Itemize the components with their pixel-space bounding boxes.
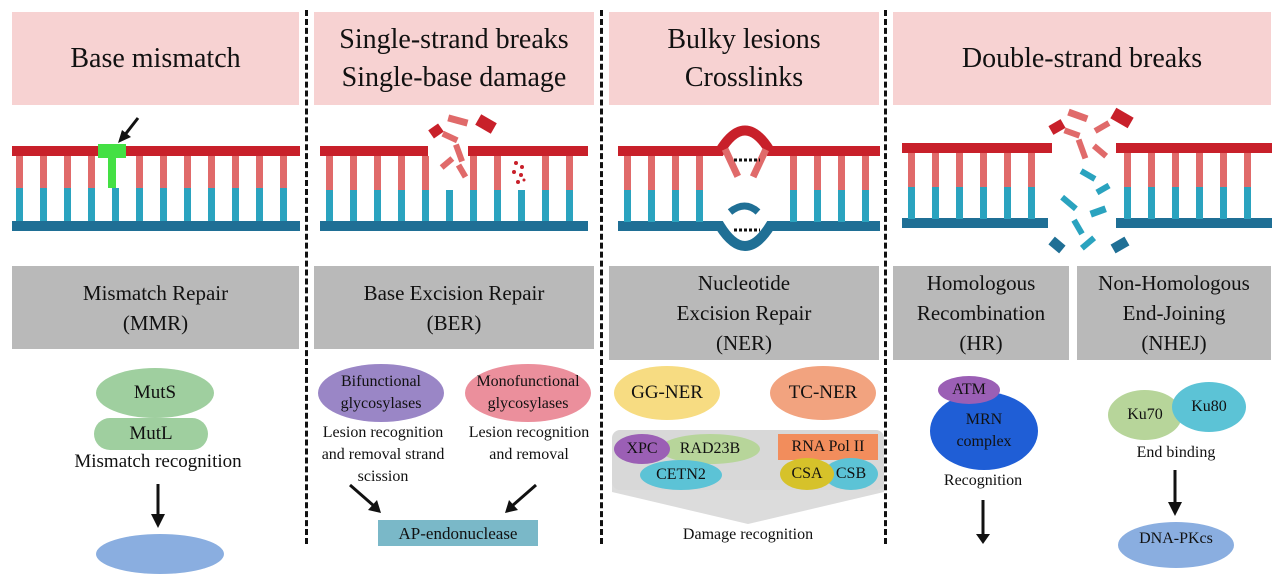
monofunctional-description: Lesion recognition and removal bbox=[468, 424, 590, 463]
protein-ku80: Ku80 bbox=[1172, 382, 1246, 432]
step-end-binding: End binding bbox=[1136, 444, 1216, 461]
dna-single-strand-break bbox=[320, 114, 588, 231]
dna-strand-top-right bbox=[1116, 143, 1272, 153]
header-single-strand-breaks: Single-strand breaks Single-base damage bbox=[314, 12, 594, 105]
protein-xpc: XPC bbox=[614, 434, 670, 464]
dna-bulky-lesion bbox=[618, 125, 880, 251]
protein-dna-pkcs: DNA-PKcs bbox=[1118, 522, 1234, 568]
dna-strand-top-left bbox=[902, 143, 1052, 153]
tc-ner: TC-NER bbox=[770, 366, 876, 420]
step-mismatch-recognition: Mismatch recognition bbox=[74, 451, 242, 472]
protein-muts: MutS bbox=[96, 368, 214, 418]
step-recognition: Recognition bbox=[943, 472, 1023, 489]
gg-ner: GG-NER bbox=[614, 366, 720, 420]
pathway-mmr: Mismatch Repair (MMR) bbox=[12, 266, 299, 349]
dna-mismatch bbox=[12, 117, 300, 231]
column-separator-1 bbox=[305, 10, 308, 544]
next-protein-partial bbox=[96, 534, 224, 574]
pathway-nhej: Non-Homologous End-Joining (NHEJ) bbox=[1077, 266, 1271, 360]
protein-ku70: Ku70 bbox=[1108, 390, 1182, 440]
mrn-complex: MRN complex bbox=[930, 392, 1038, 470]
mismatch-base-top bbox=[98, 144, 126, 158]
flow-arrows bbox=[151, 470, 1182, 544]
mismatch-base-stem bbox=[108, 152, 116, 188]
dna-strand-bottom-right bbox=[1116, 218, 1272, 228]
protein-atm: ATM bbox=[938, 376, 1000, 404]
protein-mutl: MutL bbox=[94, 418, 208, 450]
dna-strand-bottom bbox=[12, 221, 300, 231]
dna-strand-bottom bbox=[618, 221, 880, 251]
protein-rna-pol-ii: RNA Pol II bbox=[778, 434, 878, 460]
pathway-ner: Nucleotide Excision Repair (NER) bbox=[609, 266, 879, 360]
dna-rungs-top bbox=[16, 152, 287, 188]
damage-recognition-wedge bbox=[612, 482, 884, 524]
dna-strand-bottom bbox=[320, 221, 588, 231]
protein-csa: CSA bbox=[780, 458, 834, 490]
dna-strand-top bbox=[618, 125, 880, 156]
arrow-icon bbox=[118, 117, 140, 143]
dna-strand-bottom-left bbox=[902, 218, 1048, 228]
header-base-mismatch: Base mismatch bbox=[12, 12, 299, 105]
ap-endonuclease: AP-endonuclease bbox=[378, 520, 538, 546]
protein-rad23b: RAD23B bbox=[660, 434, 760, 464]
dna-illustrations bbox=[12, 107, 1272, 544]
strand-fragments bbox=[428, 114, 497, 179]
dna-strand-top-right bbox=[468, 146, 588, 156]
arrow-bifunctional bbox=[349, 483, 375, 508]
monofunctional-glycosylases: Monofunctional glycosylases bbox=[465, 364, 591, 422]
header-double-strand-breaks: Double-strand breaks bbox=[893, 12, 1271, 105]
arrow-monofunctional bbox=[511, 483, 537, 508]
step-damage-recognition: Damage recognition bbox=[682, 526, 814, 543]
pathway-ber: Base Excision Repair (BER) bbox=[314, 266, 594, 349]
header-bulky-lesions: Bulky lesions Crosslinks bbox=[609, 12, 879, 105]
dna-double-strand-break bbox=[902, 107, 1272, 254]
strand-fragments bbox=[1048, 107, 1134, 254]
pathway-hr: Homologous Recombination (HR) bbox=[893, 266, 1069, 360]
dna-rungs-bottom bbox=[16, 188, 287, 223]
column-separator-3 bbox=[884, 10, 887, 544]
dna-strand-top bbox=[12, 146, 300, 156]
dna-strand-top-left bbox=[320, 146, 428, 156]
column-separator-2 bbox=[600, 10, 603, 544]
bifunctional-description: Lesion recognition and removal strand sc… bbox=[321, 424, 445, 485]
protein-cetn2: CETN2 bbox=[640, 460, 722, 490]
bifunctional-glycosylases: Bifunctional glycosylases bbox=[318, 364, 444, 422]
damaged-base-dots bbox=[512, 161, 526, 184]
